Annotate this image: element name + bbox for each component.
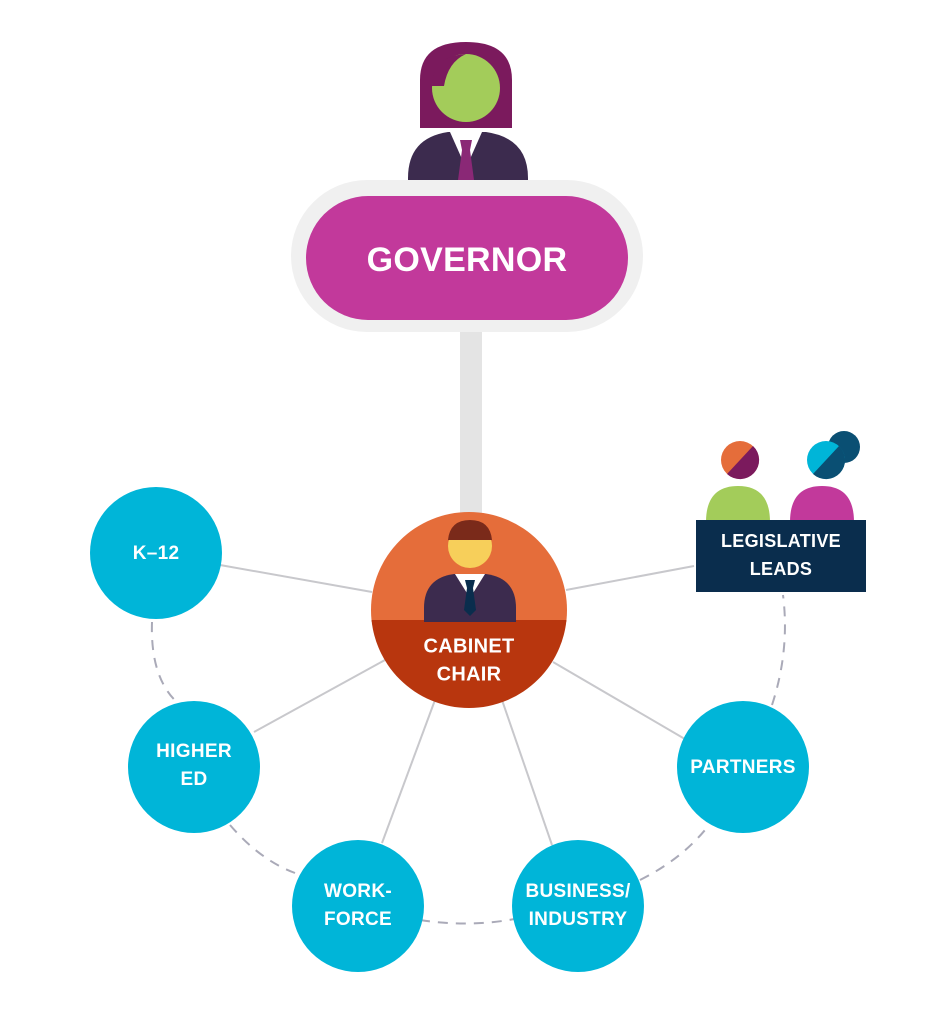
k12-label: K–12 (133, 543, 180, 564)
governor-figure (408, 42, 528, 200)
chair-label-line2: CHAIR (437, 663, 502, 685)
connector-workforce (381, 699, 436, 844)
higher-ed-label-line2: ED (181, 769, 208, 790)
dashed-network-ring (150, 594, 786, 925)
stakeholder-higher-ed: HIGHER ED (128, 701, 260, 833)
higher-ed-circle (128, 701, 260, 833)
chair-label-line1: CABINET (424, 635, 515, 657)
partners-circle (677, 701, 809, 833)
cabinet-chair-node: CABINET CHAIR (371, 512, 567, 708)
business-label-line2: INDUSTRY (529, 909, 628, 930)
chair-person-hair (448, 520, 492, 540)
dashed-arc-higher-ed-to-workforce (229, 824, 296, 874)
higher-ed-label-line1: HIGHER (156, 741, 232, 762)
legislative-podium (696, 520, 866, 592)
dashed-arc-partners-to-legislative (771, 594, 786, 706)
workforce-circle (292, 840, 424, 972)
business-label-line1: BUSINESS/ (525, 881, 631, 902)
stakeholder-k12: K–12 (90, 487, 222, 619)
dashed-arc-k12-to-higher-ed (150, 621, 181, 706)
dashed-arc-business-to-partners (639, 829, 706, 881)
k12-circle (90, 487, 222, 619)
legislative-leads-node: LEGISLATIVE LEADS (696, 431, 866, 592)
governor-badge-body (306, 196, 628, 320)
legislative-label-line2: LEADS (750, 559, 813, 579)
leg-right-body (790, 486, 854, 522)
chair-connectors (219, 564, 695, 846)
connector-legislative (565, 565, 695, 591)
partners-label: PARTNERS (690, 757, 796, 778)
connector-higher-ed (253, 659, 386, 733)
leg-right-head-shade (813, 446, 846, 480)
leg-left-head-shade (727, 446, 760, 480)
connector-partners (552, 661, 691, 743)
governor-chair-connector (460, 322, 482, 518)
stakeholder-business-industry: BUSINESS/ INDUSTRY (512, 840, 644, 972)
governor-bangs (432, 54, 466, 86)
stakeholder-workforce: WORK- FORCE (292, 840, 424, 972)
dashed-arc-workforce-to-business (419, 917, 521, 925)
legislative-label-line1: LEGISLATIVE (721, 531, 841, 551)
connector-business (501, 699, 553, 846)
chair-person-tie (464, 580, 476, 616)
stakeholder-partners: PARTNERS (677, 701, 809, 833)
governor-badge: GOVERNOR (291, 180, 643, 332)
connector-k12 (219, 564, 373, 593)
workforce-label-line2: FORCE (324, 909, 392, 930)
business-circle (512, 840, 644, 972)
leg-left-body (706, 486, 770, 522)
governor-face (432, 54, 500, 122)
governor-tie (458, 140, 474, 188)
governor-label: GOVERNOR (367, 241, 568, 279)
workforce-label-line1: WORK- (324, 881, 392, 902)
